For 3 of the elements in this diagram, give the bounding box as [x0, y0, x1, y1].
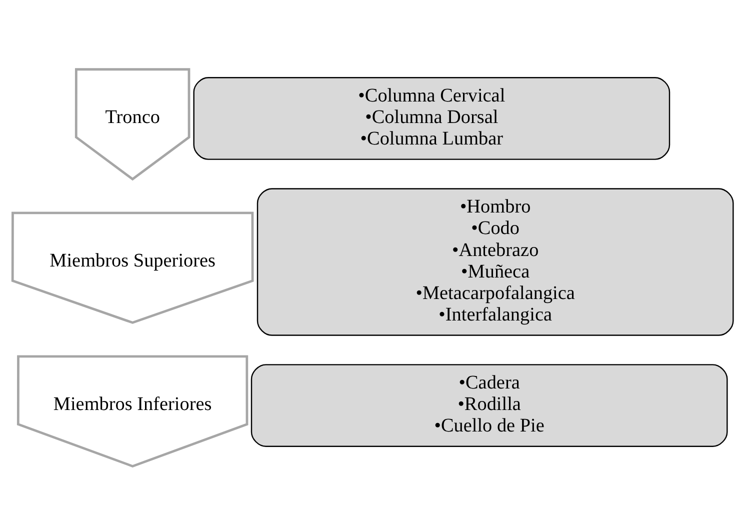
node-box: •Hombro •Codo •Antebrazo •Muñeca •Metacarpofalangica •Interfalangica — [256, 188, 734, 336]
node-box: •Columna Cervical •Columna Dorsal •Columna Lumbar — [193, 76, 670, 160]
node-box: •Cadera •Rodilla •Cuello de Pie — [250, 364, 728, 446]
